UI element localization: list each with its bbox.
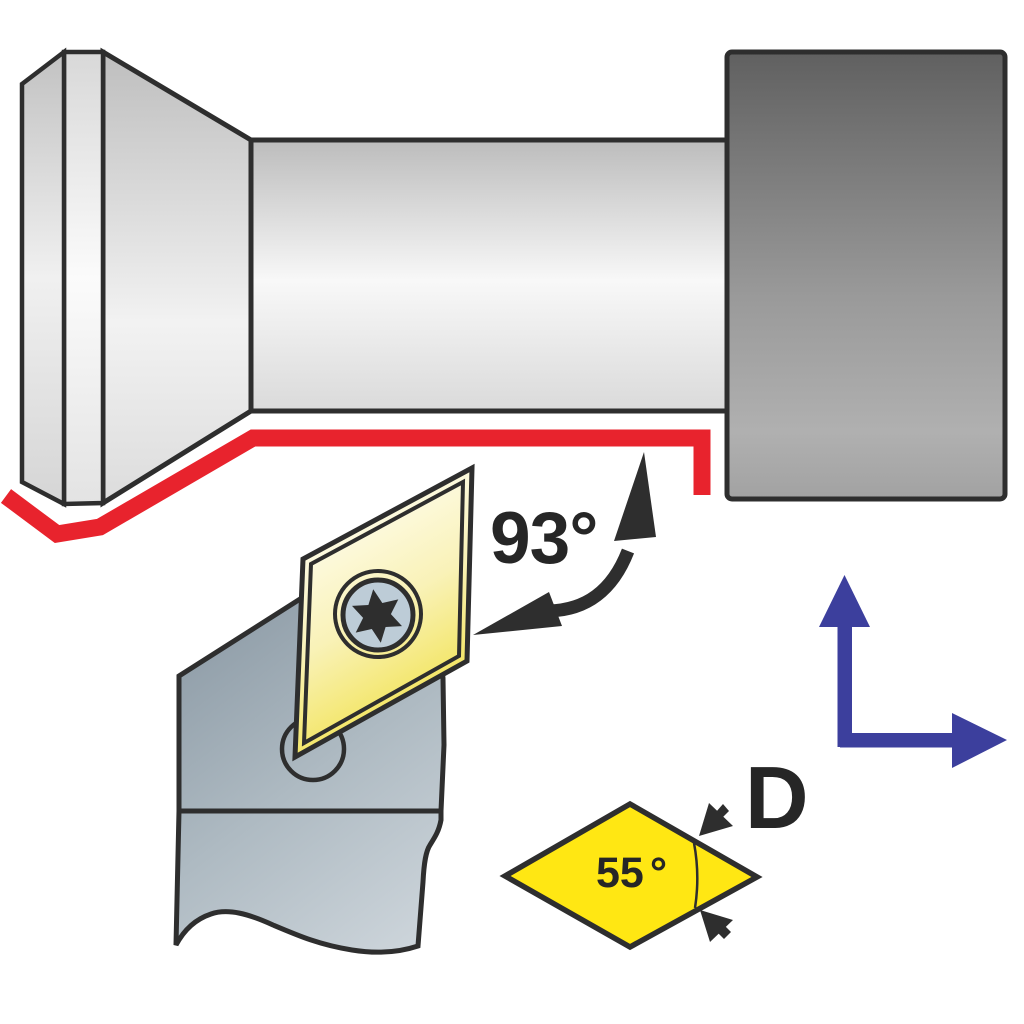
insert-angle-arrows [699,803,733,942]
feed-direction-axes [819,575,1007,768]
rotation-arrowhead-down-icon [473,592,562,635]
insert-inner-border [301,478,466,747]
angle-arrow-upper-tail-icon [716,804,729,818]
workpiece-cylinder [248,137,730,414]
rotation-arrow-shaft [548,548,635,618]
insert-angle-value: 55 [596,849,644,897]
screw-countersink-circle [333,569,423,659]
workpiece-end-facet [19,47,67,508]
diagram-lineart: 93° 55° D [0,47,1008,955]
workpiece-chamfer-band [61,49,106,507]
insert-angle-label: 55° [596,849,667,897]
approach-angle-value: 93 [490,498,569,579]
rotation-arrowhead-up-icon [614,452,656,541]
workpiece-cone [100,47,254,508]
toolpath-line [0,429,711,543]
insert-shape-diamond [499,800,763,951]
approach-angle-degree: ° [569,498,597,579]
rotation-arrow [473,452,656,635]
angle-arrow-lower-tail-icon [717,925,731,939]
insert-angle-degree: ° [650,849,667,897]
insert-angle-arc [692,842,699,909]
chuck-body [724,49,1008,502]
angle-arrow-lower-icon [700,910,733,942]
angle-arrow-upper-icon [699,803,733,836]
axis-up-shaft [837,626,852,747]
axis-right-shaft [840,733,953,748]
axis-arrow-up-icon [819,575,870,627]
axis-arrow-right-icon [952,713,1007,768]
approach-angle-label: 93° [490,498,597,579]
torx-star-icon [352,589,402,643]
insert-code-label: D [745,748,809,847]
holder-shank [173,808,444,955]
